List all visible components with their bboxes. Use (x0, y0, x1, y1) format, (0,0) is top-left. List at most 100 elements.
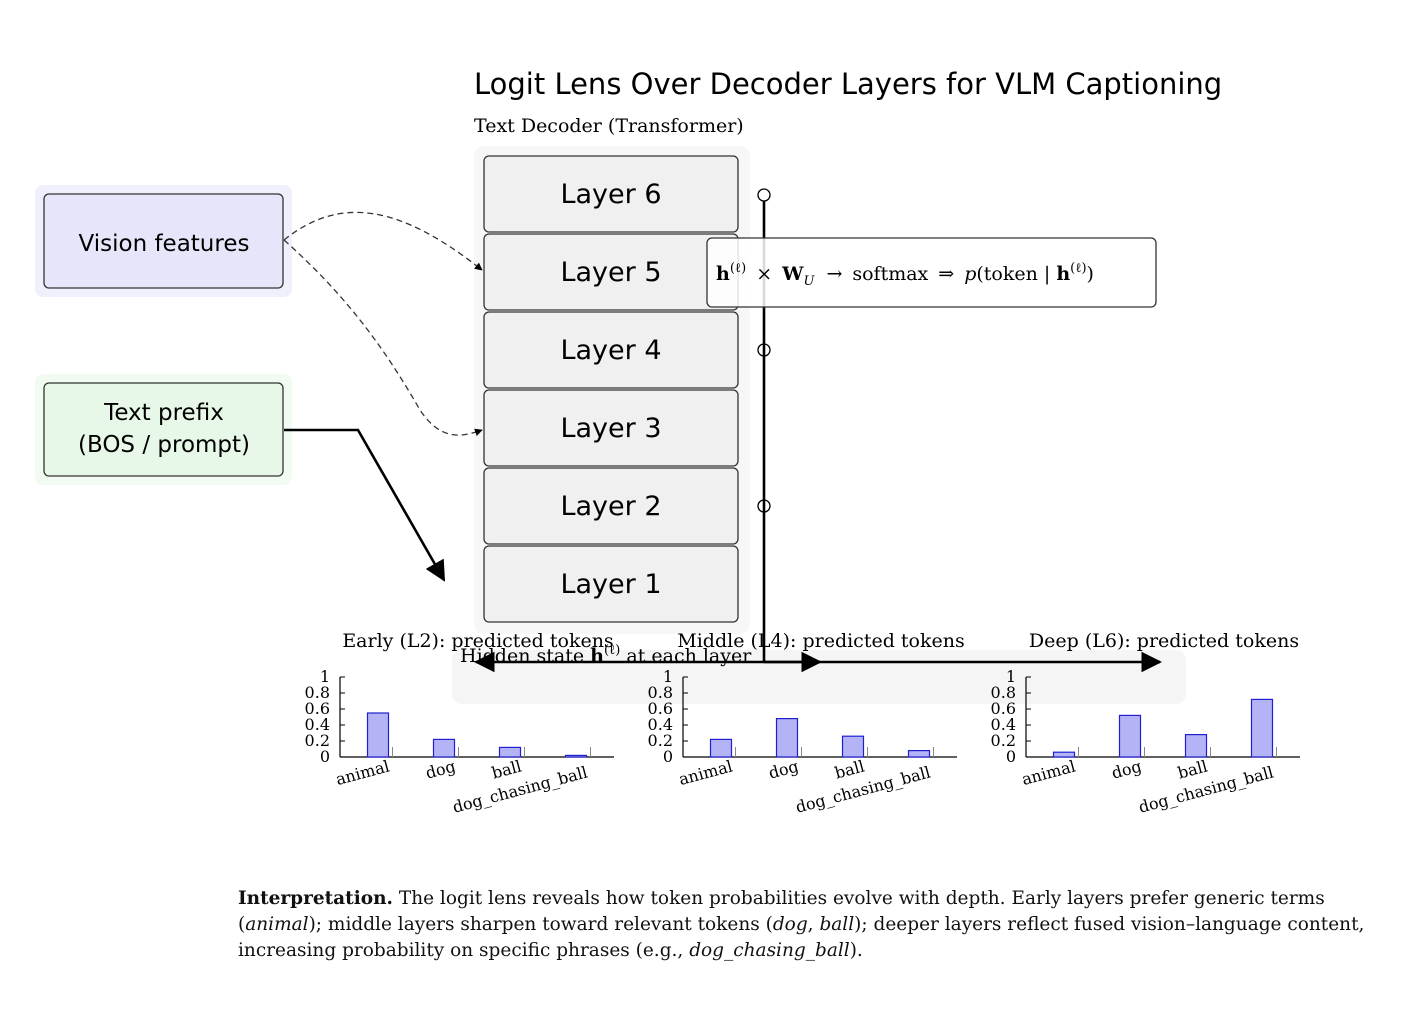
formula-close: ) (1087, 263, 1094, 285)
chart-1-ytick-label: 0 (320, 747, 330, 766)
chart-1-ytick-label: 0.2 (305, 731, 330, 750)
interpretation-text-3: , (807, 914, 820, 935)
chart-1-xtick-label: dog (424, 757, 458, 783)
vision-features-box (43, 193, 284, 289)
chart-1-title: Early (L2): predicted tokens (342, 630, 613, 652)
layer-4-label: Layer 4 (560, 335, 661, 366)
chart-1-ytick-label: 1 (320, 667, 330, 686)
layer-5-label: Layer 5 (560, 257, 661, 288)
chart-3-bar-animal (1052, 751, 1076, 758)
diagram-title: Logit Lens Over Decoder Layers for VLM C… (474, 67, 1222, 101)
chart-2-ytick-label: 0.4 (648, 715, 673, 734)
interpretation-term-animal: animal (245, 914, 309, 935)
chart-3-bar-dog_chasing_ball (1250, 698, 1274, 758)
chart-3-title: Deep (L6): predicted tokens (1029, 630, 1299, 652)
chart-1-bar-dog (432, 738, 456, 758)
chart-2-title: Middle (L4): predicted tokens (677, 630, 964, 652)
chart-2-ytick-label: 0.6 (648, 699, 673, 718)
chart-3-bar-dog (1118, 714, 1142, 758)
chart-3-bar-ball (1184, 733, 1208, 758)
chart-1-bar-animal (366, 712, 390, 758)
chart-3-ytick-label: 0.4 (991, 715, 1016, 734)
chart-3-xtick-label: animal (1020, 757, 1078, 790)
layer-6: Layer 6 (483, 155, 739, 233)
interpretation-text-5: ). (849, 940, 863, 961)
interpretation-text-4: ); deeper layers reflect fused vision–la… (238, 914, 1365, 961)
chart-2-xtick-label: ball (833, 757, 867, 783)
chart-2-bar-animal (709, 738, 733, 758)
hidden-state-suffix: at each layer (620, 645, 752, 667)
chart-2-ytick-label: 1 (663, 667, 673, 686)
formula-times: × (756, 263, 772, 285)
text-prefix-label-line2: (BOS / prompt) (78, 432, 250, 458)
tap-layer-2 (757, 499, 771, 513)
interpretation-term-ball: ball (819, 914, 855, 935)
interpretation-text-2: ); middle layers sharpen toward relevant… (308, 914, 773, 935)
chart-1-bar-dog_chasing_ball (564, 754, 588, 758)
formula-ell2: (ℓ) (1070, 261, 1086, 276)
hidden-state-h: h (590, 645, 604, 667)
chart-2-ytick-label: 0.8 (648, 683, 673, 702)
chart-3-xtick-label: ball (1176, 757, 1210, 783)
vision-to-layer3-arrow (283, 239, 483, 437)
formula-h2: h (1056, 263, 1070, 285)
chart-2-bar-dog_chasing_ball (907, 749, 931, 758)
interpretation-text-1: The logit lens reveals how token probabi… (238, 888, 1325, 935)
tap-layer-4 (757, 343, 771, 357)
hidden-state-label: Hidden state h(ℓ) at each layer (460, 643, 752, 667)
layer-4: Layer 4 (483, 311, 739, 389)
hidden-state-ell: (ℓ) (604, 643, 620, 658)
chart-1-ytick-label: 0.4 (305, 715, 330, 734)
chart-2-ytick-label: 0.2 (648, 731, 673, 750)
layer-2: Layer 2 (483, 467, 739, 545)
formula-p: p (964, 263, 976, 285)
formula-U: U (803, 274, 815, 289)
layer-3-label: Layer 3 (560, 413, 661, 444)
chart-3-ytick-label: 0 (1006, 747, 1016, 766)
interpretation-heading: Interpretation. (238, 888, 393, 909)
interpretation-term-dog-chasing-ball: dog_chasing_ball (689, 940, 850, 961)
layer-2-label: Layer 2 (560, 491, 661, 522)
chart-3-ytick-label: 0.8 (991, 683, 1016, 702)
chart-1-bar-ball (498, 746, 522, 758)
decoder-label: Text Decoder (Transformer) (474, 115, 744, 137)
text-prefix-label-line1: Text prefix (103, 400, 224, 426)
formula-implies: ⇒ (938, 263, 954, 285)
chart-3-ytick-label: 0.2 (991, 731, 1016, 750)
interpretation-term-dog: dog (772, 914, 808, 935)
hidden-state-prefix: Hidden state (460, 645, 590, 667)
interpretation-paragraph: Interpretation. The logit lens reveals h… (238, 886, 1398, 964)
layer-1-label: Layer 1 (560, 569, 661, 600)
formula-token: (token | (976, 263, 1056, 285)
chart-2-bar-ball (841, 735, 865, 758)
chart-1-xtick-label: ball (490, 757, 524, 783)
tap-layer-6 (757, 188, 771, 202)
layer-1: Layer 1 (483, 545, 739, 623)
formula-softmax: softmax (852, 263, 928, 285)
formula-ell: (ℓ) (730, 261, 746, 276)
chart-3-ytick-label: 0.6 (991, 699, 1016, 718)
chart-3-ytick-label: 1 (1006, 667, 1016, 686)
chart-1-xtick-label: animal (334, 757, 392, 790)
vision-to-layer5-arrow (283, 211, 483, 271)
chart-1-ytick-label: 0.8 (305, 683, 330, 702)
layer-5: Layer 5 (483, 233, 739, 311)
text-prefix-arrow (284, 428, 446, 582)
layer-6-label: Layer 6 (560, 179, 661, 210)
formula-W: W (781, 263, 804, 285)
chart-2-ytick-label: 0 (663, 747, 673, 766)
chart-1-ytick-label: 0.6 (305, 699, 330, 718)
chart-3-xtick-label: dog (1110, 757, 1144, 783)
chart-2-bar-dog (775, 717, 799, 758)
formula-arrow: → (826, 263, 842, 285)
hidden-state-band (452, 650, 1186, 704)
chart-2-xtick-label: dog (767, 757, 801, 783)
formula-text: h(ℓ)×WU→softmax⇒p(token | h(ℓ)) (716, 261, 1094, 289)
layer-3: Layer 3 (483, 389, 739, 467)
chart-2-xtick-label: animal (677, 757, 735, 790)
formula-box (706, 237, 1157, 308)
text-prefix-box (43, 382, 284, 477)
vision-features-label: Vision features (79, 231, 250, 257)
formula-h: h (716, 263, 730, 285)
